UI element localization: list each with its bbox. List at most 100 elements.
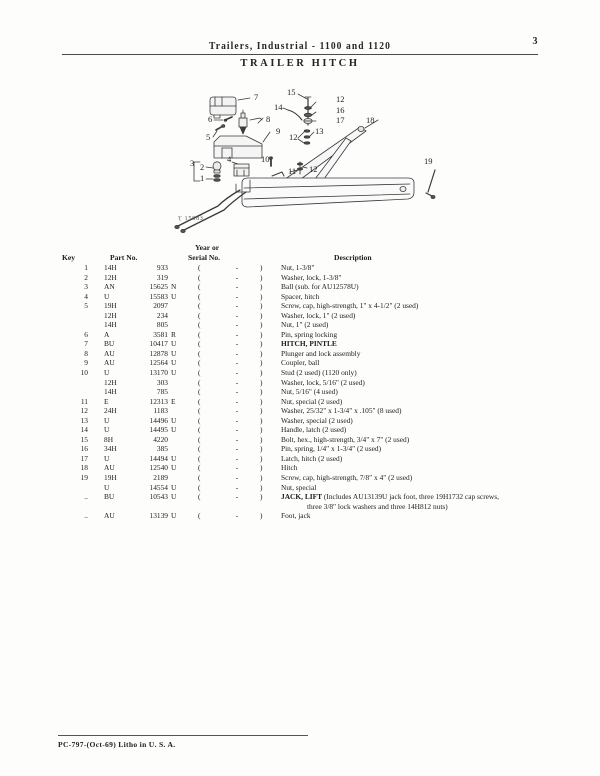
callout-label: 6 <box>208 114 212 124</box>
cell-paren-left: ( <box>198 425 201 435</box>
cell-paren-right: ) <box>260 511 263 521</box>
cell-num: 1183 <box>153 406 168 416</box>
cell-paren-right: ) <box>260 320 263 330</box>
cell-suffix: U <box>171 358 177 368</box>
cell-prefix: 19H <box>104 473 117 483</box>
page-footer: PC-797-(Oct-69) Litho in U. S. A. <box>58 735 308 749</box>
cell-prefix: BU <box>104 492 115 502</box>
cell-prefix: 8H <box>104 434 114 444</box>
cell-key: 3 <box>84 282 88 292</box>
cell-description: Handle, latch (2 used) <box>281 425 347 435</box>
part-hose-assembly <box>174 179 251 233</box>
cell-suffix: U <box>171 492 177 502</box>
page-title: TRAILER HITCH <box>240 58 360 69</box>
table-header-row: Key Part No. Year or Serial No. Descript… <box>62 243 538 263</box>
cell-paren-left: ( <box>198 492 201 502</box>
column-header-year-or: Year or <box>195 243 220 252</box>
callout-label: 5 <box>206 132 210 142</box>
cell-paren-right: ) <box>260 301 263 311</box>
cell-year: - <box>235 453 239 463</box>
cell-suffix: U <box>171 463 177 473</box>
cell-paren-left: ( <box>198 358 201 368</box>
cell-prefix: E <box>104 396 109 406</box>
cell-prefix: 12H <box>104 377 117 387</box>
callout-label: 12 <box>336 94 345 104</box>
part-coupler-ball <box>213 135 263 159</box>
cell-key: 5 <box>84 301 88 311</box>
cell-paren-left: ( <box>198 415 201 425</box>
cell-suffix: U <box>171 425 177 435</box>
cell-paren-left: ( <box>198 444 201 454</box>
cell-num: 14496 <box>149 415 168 425</box>
cell-description: Washer, lock, 1-3/8" <box>281 272 342 282</box>
cell-num: 14494 <box>149 453 168 463</box>
cell-description: Nut, special (2 used) <box>281 396 343 406</box>
cell-prefix: AU <box>104 348 115 358</box>
cell-key: 13 <box>80 415 88 425</box>
parts-table: Key Part No. Year or Serial No. Descript… <box>62 243 538 521</box>
cell-suffix: N <box>171 282 177 292</box>
cell-description: Pin, spring locking <box>281 329 338 339</box>
cell-paren-left: ( <box>198 348 201 358</box>
cell-description: Hitch <box>281 463 298 473</box>
cell-year: - <box>235 492 239 502</box>
cell-prefix: U <box>104 415 110 425</box>
cell-suffix: U <box>171 511 177 521</box>
cell-num: 10543 <box>149 492 168 502</box>
header-divider <box>62 54 538 55</box>
cell-key: 6 <box>84 329 88 339</box>
callout-label: 7 <box>254 92 258 102</box>
cell-year: - <box>235 358 239 368</box>
cell-year: - <box>235 473 239 483</box>
cell-key: 1 <box>84 263 88 272</box>
cell-year: - <box>235 434 239 444</box>
footer-imprint: PC-797-(Oct-69) Litho in U. S. A. <box>58 740 176 749</box>
cell-description: Screw, cap, high-strength, 7/8" x 4" (2 … <box>281 473 413 483</box>
cell-year: - <box>235 406 239 416</box>
cell-key: 11 <box>80 396 88 406</box>
part-stud-10 <box>269 156 273 167</box>
cell-year: - <box>235 282 239 292</box>
cell-description: Ball (sub. for AU12578U) <box>281 282 359 292</box>
cell-year: - <box>235 339 239 349</box>
cell-year: - <box>235 463 239 473</box>
cell-paren-left: ( <box>198 396 201 406</box>
cell-paren-left: ( <box>198 320 201 330</box>
callout-label: 11 <box>288 166 296 176</box>
cell-num: 12564 <box>149 358 168 368</box>
table-row: three 3/8" lock washers and three 14H812… <box>62 502 538 512</box>
cell-key: 9 <box>84 358 88 368</box>
cell-paren-left: ( <box>198 263 201 272</box>
cell-suffix: U <box>171 415 177 425</box>
cell-num: 15625 <box>149 282 168 292</box>
cell-year: - <box>235 387 239 397</box>
part-draw-bar <box>241 177 415 208</box>
cell-prefix: 12H <box>104 272 117 282</box>
cell-paren-right: ) <box>260 377 263 387</box>
cell-prefix: 14H <box>104 263 117 272</box>
cell-description: Screw, cap, high-strength, 1" x 4-1/2" (… <box>281 301 419 311</box>
cell-paren-left: ( <box>198 511 201 521</box>
cell-description: Nut, 1-3/8" <box>281 263 315 272</box>
running-head: Trailers, Industrial - 1100 and 1120 <box>209 41 391 53</box>
cell-paren-right: ) <box>260 463 263 473</box>
cell-prefix: U <box>104 291 110 301</box>
part-ball-stack <box>212 161 222 182</box>
cell-description: Pin, spring, 1/4" x 1-3/4" (2 used) <box>281 444 382 454</box>
cell-year: - <box>235 291 239 301</box>
cell-year: - <box>235 329 239 339</box>
cell-key: 16 <box>80 444 88 454</box>
column-header-serial-no: Serial No. <box>188 253 221 262</box>
cell-num: 13139 <box>149 511 168 521</box>
